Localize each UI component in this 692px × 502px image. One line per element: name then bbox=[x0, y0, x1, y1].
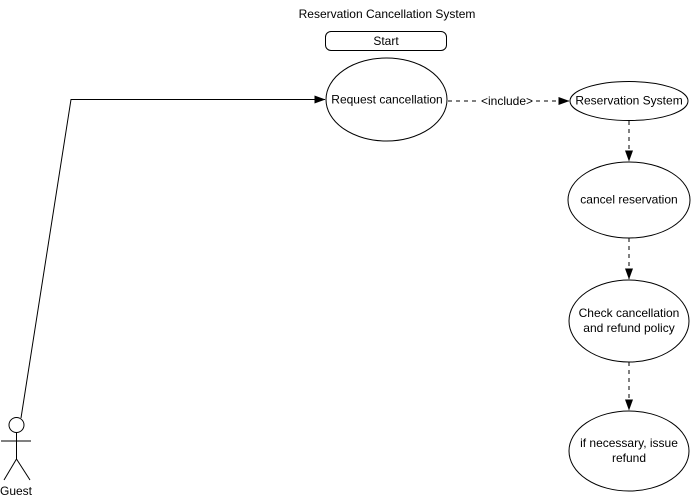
usecase-issue-refund bbox=[568, 410, 690, 492]
usecase-check-policy bbox=[568, 279, 690, 363]
start-node: Start bbox=[325, 31, 447, 51]
actor-head bbox=[8, 417, 25, 433]
actor-left-leg bbox=[3, 458, 17, 481]
edge-guest-to-request-cancellation bbox=[20, 95, 326, 419]
include-edge-label: <include> bbox=[477, 94, 537, 108]
diagram-title: Reservation Cancellation System bbox=[298, 7, 476, 21]
actor-right-leg bbox=[16, 458, 31, 481]
usecase-reservation-system bbox=[569, 81, 689, 121]
usecase-cancel-reservation bbox=[567, 161, 691, 239]
start-node-label: Start bbox=[373, 34, 399, 48]
actor-guest-label: Guest bbox=[0, 484, 33, 498]
usecase-request-cancellation bbox=[325, 57, 448, 142]
actor-guest-figure bbox=[1, 417, 31, 481]
